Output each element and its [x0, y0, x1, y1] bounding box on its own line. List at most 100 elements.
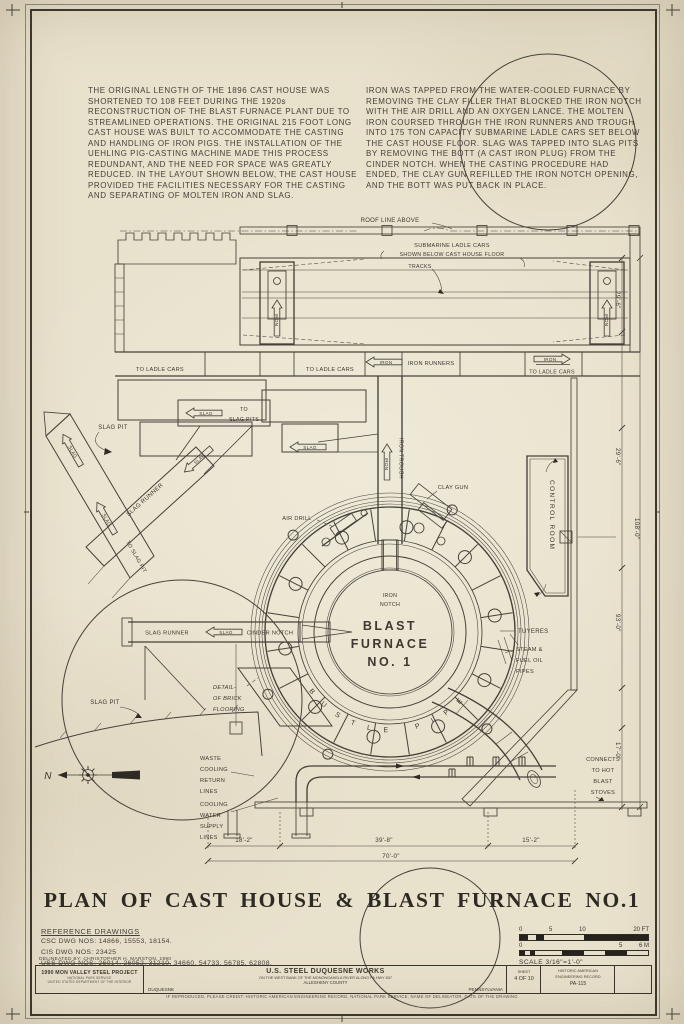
label-submarine-ladle-cars-2: SHOWN BELOW CAST HOUSE FLOOR [400, 252, 505, 258]
intro-paragraph-left: THE ORIGINAL LENGTH OF THE 1896 CAST HOU… [88, 86, 358, 201]
site-location: ON THE WEST BANK OF THE MONONGAHELA RIVE… [259, 975, 392, 980]
hot-blast-duct: CONNECTS TO HOT BLAST STOVES [431, 687, 620, 802]
delineator-credit: DELINEATED BY: CHRISTOPHER H. MARSTON, 1… [39, 956, 172, 964]
scale-bar-feet [519, 934, 649, 941]
project-name: 1990 MON VALLEY STEEL PROJECT [41, 970, 138, 976]
paper-stains [61, 53, 637, 1009]
label-slag-runner-diagonal: SLAG RUNNER [126, 482, 165, 518]
label-roof-line-above: ROOF LINE ABOVE [361, 218, 420, 224]
label-waste-3: RETURN [200, 778, 225, 784]
label-to-slag-pits-2: SLAG PITS [229, 417, 259, 423]
air-drill: AIR DRILL [282, 509, 369, 547]
sheet-number: 4 OF 10 [514, 976, 534, 982]
dimension-29-6-lower: 29'-6" [614, 448, 621, 466]
site-county: ALLEGHENY COUNTY [303, 980, 348, 985]
label-bustle-pipe: BUSTLE PIPE [307, 688, 472, 734]
label-to-ladle-cars-right: TO LADLE CARS [529, 370, 575, 376]
label-detail-2: OF BRICK [213, 696, 242, 702]
graphic-scale: 0 5 10 20 FT 0 5 6 M SCALE 3/16"=1'-0" [519, 927, 649, 966]
dimension-17-0: 17'-0" [614, 742, 621, 760]
iron-arrow-label: IRON [604, 314, 609, 327]
record-name-1: HISTORIC AMERICAN [558, 967, 598, 973]
clay-gun: CLAY GUN [409, 482, 468, 546]
iron-chute-right: IRON [589, 261, 625, 345]
tuyere-caps [278, 520, 502, 744]
title-block: 1990 MON VALLEY STEEL PROJECT NATIONAL P… [35, 965, 652, 994]
dimension-93-0: 93'-0" [614, 614, 621, 632]
control-room: CONTROL ROOM [461, 377, 616, 807]
scale-tick-10ft: 10 [579, 927, 586, 933]
label-furnace: FURNACE [351, 637, 430, 651]
label-cool-2: WATER [200, 813, 221, 819]
slag-arrow-label: SLAG [101, 513, 112, 527]
dimension-70-0: 70'-0" [382, 853, 400, 860]
reproduction-credit: IF REPRODUCED, PLEASE CREDIT: HISTORIC A… [166, 994, 518, 999]
title-block-record-cell: HISTORIC AMERICAN ENGINEERING RECORD PA-… [540, 966, 615, 993]
site-name: U.S. STEEL DUQUESNE WORKS [266, 968, 385, 975]
bustle-pipe-textpath: BUSTLE PIPE [307, 688, 459, 734]
title-block-stamp-cell [614, 966, 651, 993]
slag-arrow-label: SLAG [67, 445, 78, 459]
brick-floor-detail: DETAIL- OF BRICK FLOORING [213, 667, 333, 727]
title-block-project-cell: 1990 MON VALLEY STEEL PROJECT NATIONAL P… [36, 966, 143, 993]
site-city: DUQUESNE [148, 987, 175, 992]
scale-tick-5ft: 5 [549, 927, 553, 933]
label-steam-1: STEAM & [516, 647, 543, 653]
tuyere-spokes [267, 509, 513, 755]
label-detail-3: FLOORING [213, 707, 245, 713]
scale-tick-5m: 5 [619, 942, 623, 949]
scale-tick-20ft: 20 FT [633, 927, 649, 933]
label-to-slag-pit: TO SLAG PIT [124, 540, 147, 574]
label-furnace-no1: NO. 1 [367, 655, 412, 669]
iron-arrow-label: IRON [274, 314, 279, 327]
label-iron-runners: IRON RUNNERS [408, 361, 455, 367]
valve-cluster [448, 756, 526, 777]
iron-trough: IRON IRON TROUGH [377, 376, 404, 544]
label-connects-4: STOVES [591, 790, 615, 796]
label-connects-3: BLAST [593, 779, 613, 785]
north-arrow: N [44, 766, 140, 784]
label-steam-3: PIPES [516, 669, 534, 675]
label-waste-2: COOLING [200, 767, 228, 773]
slag-arrow-label: SLAG [193, 452, 206, 465]
cast-house-structure: ROOF LINE ABOVE SUBMARINE LADLE CARS SHO… [114, 218, 641, 353]
dimension-108-0: 108'-0" [633, 518, 640, 539]
dimension-29-6-upper: 29'-6" [614, 291, 621, 309]
scale-tick-0ft: 0 [519, 927, 523, 933]
iron-arrow-label: IRON [544, 357, 557, 362]
label-waste-1: WASTE [200, 756, 221, 762]
label-waste-4: LINES [200, 789, 218, 795]
slag-runner-system: SLAG TO SLAG PITS SLAG RUNNER SLAG SLAG … [43, 399, 379, 599]
label-control-room: CONTROL ROOM [548, 480, 555, 550]
scale-meter-labels: 0 5 6 M [519, 943, 649, 950]
label-iron-trough: IRON TROUGH [398, 438, 404, 479]
registration-marks [6, 2, 680, 1022]
label-cinder-notch: CINDER NOTCH [247, 631, 293, 637]
site-state: PENNSYLVANIA [468, 987, 503, 992]
label-cool-3: SUPPLY [200, 824, 223, 830]
cooling-water-system: WASTE COOLING RETURN LINES COOLING WATER… [200, 756, 648, 841]
dimension-18-2: 18'-2" [235, 837, 253, 844]
label-cool-4: LINES [200, 835, 218, 841]
iron-arrow-label: IRON [380, 360, 393, 365]
label-iron-notch-1: IRON [383, 593, 397, 599]
label-connects-1: CONNECTS [586, 757, 620, 763]
sheet-label: SHEET [517, 970, 531, 974]
label-to-ladle-cars-left: TO LADLE CARS [136, 367, 184, 373]
label-to-ladle-cars-mid: TO LADLE CARS [306, 367, 354, 373]
reference-line-cis: CIS DWG NOS: 23425 [41, 949, 117, 956]
scale-bar-meters [519, 949, 649, 956]
label-steam-2: FUEL OIL [516, 658, 543, 664]
north-label: N [44, 771, 52, 782]
label-tracks: TRACKS [408, 264, 431, 270]
scale-tick-6m: 6 M [638, 942, 649, 949]
label-cool-1: COOLING [200, 802, 228, 808]
intro-paragraph-right: IRON WAS TAPPED FROM THE WATER-COOLED FU… [366, 86, 642, 190]
reference-heading: REFERENCE DRAWINGS [41, 927, 140, 936]
label-to-slag-pits-1: TO [240, 407, 248, 413]
label-slag-pit-lower: SLAG PIT [90, 700, 119, 706]
cinder-notch-runner: SLAG RUNNER SLAG CINDER NOTCH [121, 617, 302, 735]
dimension-39-8: 39'-8" [375, 837, 393, 844]
